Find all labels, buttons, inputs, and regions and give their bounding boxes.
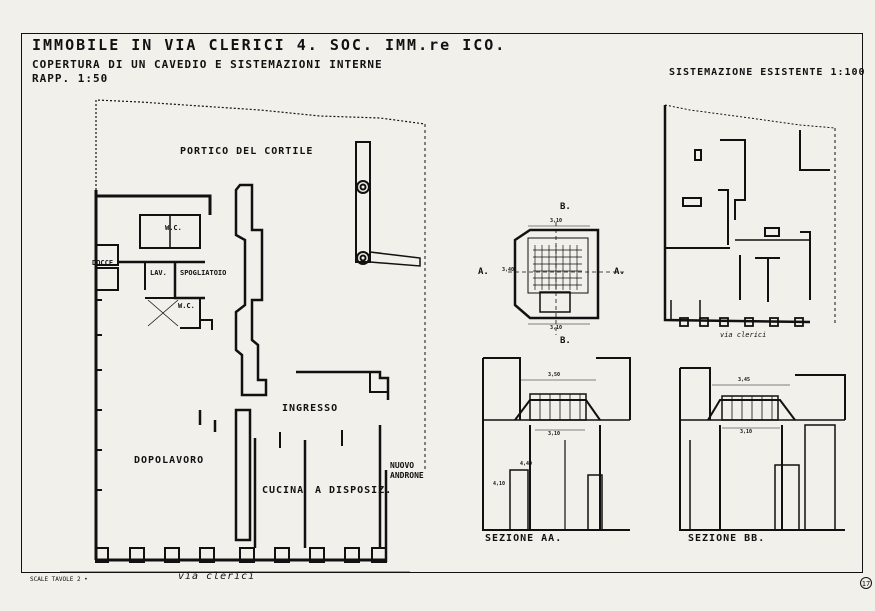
drawing-scale: RAPP. 1:50 bbox=[32, 72, 109, 85]
cavedio-plan bbox=[508, 222, 625, 335]
docce-1 bbox=[95, 244, 119, 266]
drawing-subtitle: COPERTURA DI UN CAVEDIO E SISTEMAZIONI I… bbox=[32, 58, 383, 71]
wc-block bbox=[139, 214, 201, 249]
label-lav: LAV. bbox=[150, 269, 167, 277]
footer-note: SCALE TAVOLE 2 • bbox=[30, 576, 88, 583]
left-pilasters bbox=[96, 299, 102, 491]
existing-window-piers bbox=[679, 317, 804, 327]
label-ingresso: INGRESSO bbox=[282, 403, 339, 414]
drawing-frame bbox=[21, 33, 863, 573]
courtyard-boundary bbox=[95, 99, 426, 190]
label-a-disposiz: A DISPOSIZ. bbox=[315, 485, 393, 496]
column-2 bbox=[356, 251, 370, 265]
sheet-number: 17 bbox=[860, 577, 872, 589]
label-street-small: via clerici bbox=[720, 331, 767, 339]
spine-wall bbox=[234, 183, 268, 397]
lower-spine bbox=[234, 408, 252, 542]
spogliatoio-wall bbox=[173, 262, 205, 300]
dim-plan-top: 3,10 bbox=[550, 218, 563, 224]
ingresso-corner bbox=[369, 372, 388, 393]
dim-plan-bottom: 3,10 bbox=[550, 325, 563, 331]
dim-bb-mid: 3,10 bbox=[740, 429, 753, 435]
label-spogliatoio: SPOGLIATOIO bbox=[180, 269, 227, 277]
label-dopolavoro: DOPOLAVORO bbox=[134, 455, 205, 466]
service-top-wall bbox=[96, 194, 212, 215]
label-portico: PORTICO DEL CORTILE bbox=[180, 146, 314, 157]
label-androne: ANDRONE bbox=[390, 471, 424, 480]
mark-a-left: A. bbox=[478, 267, 489, 277]
column-1 bbox=[356, 180, 370, 194]
label-nuovo: NUOVO bbox=[390, 461, 415, 470]
existing-plan bbox=[663, 104, 836, 325]
dim-aa-h1: 4,40 bbox=[520, 461, 533, 467]
label-cucina: CUCINA bbox=[262, 485, 305, 496]
mark-a-right: A. bbox=[614, 267, 625, 277]
dim-bb-top: 3,45 bbox=[738, 377, 751, 383]
column-2-inner bbox=[359, 254, 367, 262]
wc-mid bbox=[145, 297, 201, 329]
chimney bbox=[200, 319, 213, 330]
dim-plan-side: 3,40 bbox=[502, 267, 515, 273]
dim-aa-mid: 3,10 bbox=[548, 431, 561, 437]
mark-b-bottom: B. bbox=[560, 336, 571, 346]
ingresso-top-wall bbox=[296, 370, 390, 400]
label-street: via clerici bbox=[178, 571, 256, 582]
dim-aa-h2: 4,10 bbox=[493, 481, 506, 487]
dim-aa-top: 3,50 bbox=[548, 372, 561, 378]
label-wc-top: W.C. bbox=[165, 224, 182, 232]
label-sezione-bb: SEZIONE BB. bbox=[688, 533, 766, 544]
section-bb bbox=[679, 367, 846, 531]
label-sezione-aa: SEZIONE AA. bbox=[485, 533, 563, 544]
drawing-title: IMMOBILE IN VIA CLERICI 4. SOC. IMM.re I… bbox=[32, 36, 507, 54]
docce-2 bbox=[95, 267, 119, 291]
wc-mid-diag-2 bbox=[147, 299, 179, 327]
label-docce: DOCCE bbox=[92, 259, 114, 267]
cavedio-grid bbox=[533, 245, 582, 290]
portico-pier bbox=[355, 141, 371, 263]
existing-layout-title: SISTEMAZIONE ESISTENTE 1:100 bbox=[669, 67, 866, 78]
window-piers bbox=[95, 547, 387, 563]
label-wc-mid: W.C. bbox=[178, 302, 195, 310]
column-1-inner bbox=[359, 183, 367, 191]
portico-beam bbox=[369, 251, 421, 267]
section-aa bbox=[482, 357, 631, 531]
mark-b-top: B. bbox=[560, 202, 571, 212]
